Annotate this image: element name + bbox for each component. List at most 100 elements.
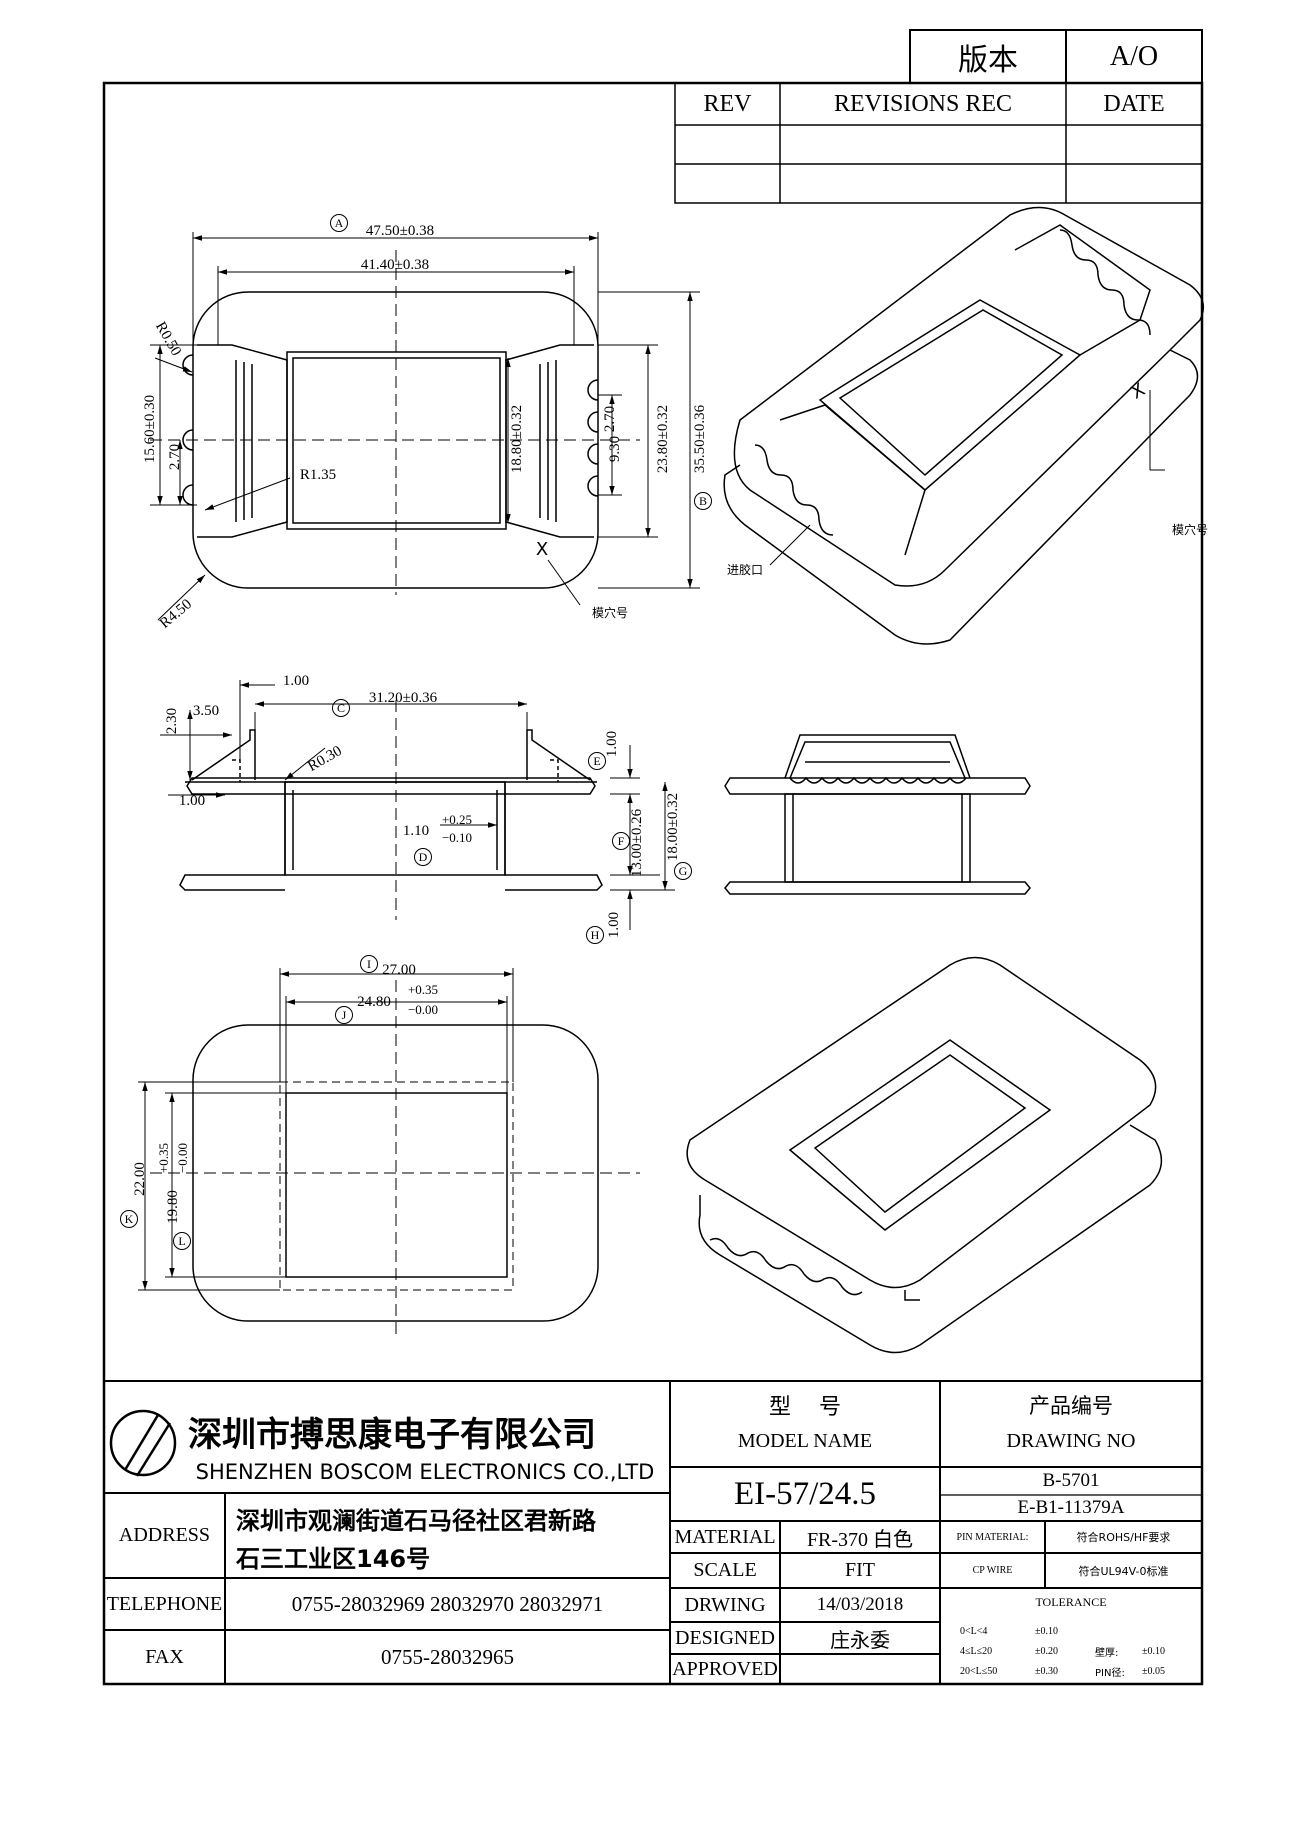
tolerance-value-2: ±0.20 [1035, 1645, 1058, 1657]
tolerance-range-1: 0<L<4 [960, 1625, 988, 1637]
drawing-no-value1: B-5701 [1042, 1470, 1100, 1491]
wall-tolerance-label: 壁厚: [1095, 1647, 1119, 1659]
model-value: EI-57/24.5 [733, 1475, 877, 1512]
model-label-cn: 型 号 [769, 1395, 841, 1420]
drawing-no-label-cn: 产品编号 [1029, 1394, 1113, 1418]
dim-d-minus: −0.10 [441, 830, 473, 845]
iso-top-view [723, 206, 1205, 645]
dim-k-value: 22.00 [131, 1162, 148, 1196]
revisions-rec-header: REVISIONS REC [833, 90, 1013, 117]
dim-a-value: 47.50±0.38 [365, 222, 435, 239]
company-logo-icon [109, 1409, 177, 1477]
dim-j-label: J [335, 1006, 353, 1024]
drawing-date-label: DRWING [684, 1593, 766, 1616]
side-view-dimensions [160, 680, 675, 930]
dim-left-width: 3.50 [192, 702, 220, 719]
tolerance-value-1: ±0.10 [1035, 1625, 1058, 1637]
iso-top-leaders [769, 390, 1165, 566]
top-view-dimensions [150, 232, 700, 621]
pin-tolerance-label: PIN径: [1095, 1667, 1125, 1679]
pin-material-label: PIN MATERIAL: [956, 1531, 1029, 1543]
dim-b-value: 35.50±0.36 [691, 404, 708, 474]
dim-left-height: 2.30 [163, 707, 180, 735]
dim-pin-pitch-left: 2.70 [166, 443, 183, 471]
top-view [150, 250, 640, 595]
telephone-value: 0755-28032969 28032970 28032971 [291, 1591, 604, 1616]
dim-c-value: 31.20±0.36 [368, 689, 438, 706]
drawing-date-value: 14/03/2018 [816, 1594, 904, 1615]
version-value: A/O [1109, 40, 1159, 72]
iso-cavity-label: 模穴号 [1171, 522, 1208, 537]
dim-i-value: 27.00 [382, 961, 416, 978]
dim-f-value: 13.00±0.26 [628, 808, 645, 878]
scale-value: FIT [845, 1559, 875, 1581]
dim-h-value: 1.00 [605, 911, 622, 939]
cp-wire-label: CP WIRE [972, 1565, 1013, 1576]
dim-i-label: I [360, 955, 378, 973]
dim-d-label: D [414, 848, 432, 866]
dim-b-label: B [694, 492, 712, 510]
tolerance-range-2: 4≤L≤20 [960, 1645, 993, 1657]
address-label: ADDRESS [118, 1524, 211, 1546]
dim-l-label: L [173, 1232, 191, 1250]
dim-l-base: 19.80 [164, 1190, 181, 1224]
revision-table [674, 82, 1203, 204]
side-view [179, 700, 603, 920]
gate-label: 进胶口 [726, 562, 763, 577]
address-line1: 深圳市观澜街道石马径社区君新路 [236, 1506, 596, 1535]
drawing-no-label-en: DRAWING NO [1006, 1429, 1136, 1452]
dim-a-label: A [330, 214, 348, 232]
dim-window: 18.80±0.32 [508, 404, 525, 474]
iso-bottom-view [686, 956, 1163, 1354]
cavity-label: 模穴号 [591, 605, 628, 620]
drawing-no-value2: E-B1-11379A [1017, 1497, 1125, 1518]
material-label: MATERIAL [674, 1525, 776, 1548]
pin-material-value: 符合ROHS/HF要求 [1076, 1531, 1171, 1544]
dim-d-plus: +0.25 [441, 812, 473, 827]
bottom-view-dimensions [138, 968, 514, 1291]
wall-tolerance-value: ±0.10 [1142, 1645, 1165, 1657]
designed-value: 庄永委 [830, 1627, 890, 1652]
dim-h-label: H [586, 926, 604, 944]
dim-left-span: 15.60±0.30 [141, 394, 158, 464]
dim-inner-width: 41.40±0.38 [360, 256, 430, 273]
radius-slot: R1.35 [299, 466, 337, 483]
scale-label: SCALE [693, 1559, 757, 1581]
approved-label: APPROVED [672, 1657, 778, 1680]
dim-bottom-left: 1.00 [178, 792, 206, 809]
dim-d-base: 1.10 [402, 822, 430, 839]
pin-tolerance-value: ±0.05 [1142, 1665, 1165, 1677]
dim-j-minus: −0.00 [407, 1002, 439, 1017]
dim-j-plus: +0.35 [407, 982, 439, 997]
dim-c-label: C [332, 699, 350, 717]
dim-l-plus: +0.35 [156, 1142, 171, 1174]
tolerance-value-3: ±0.30 [1035, 1665, 1058, 1677]
fax-value: 0755-28032965 [381, 1644, 514, 1669]
cavity-mark-x: X [535, 538, 549, 560]
material-value: FR-370 白色 [806, 1528, 914, 1551]
dim-l-minus: −0.00 [175, 1142, 190, 1174]
address-line2: 石三工业区146号 [236, 1544, 431, 1573]
tolerance-range-3: 20<L≤50 [960, 1665, 998, 1677]
dim-pin-pitch-right: 2.70 [601, 405, 618, 433]
rev-header: REV [703, 90, 752, 117]
designed-label: DESIGNED [675, 1626, 775, 1649]
telephone-label: TELEPHONE [106, 1592, 223, 1615]
company-name-cn: 深圳市搏思康电子有限公司 [188, 1414, 596, 1455]
company-name-en: SHENZHEN BOSCOM ELECTRONICS CO.,LTD [195, 1460, 655, 1484]
date-header: DATE [1103, 90, 1165, 117]
tolerance-title: TOLERANCE [1035, 1594, 1107, 1609]
cp-wire-value: 符合UL94V-0标准 [1078, 1564, 1169, 1578]
front-view [724, 734, 1031, 895]
bottom-view [150, 980, 640, 1340]
model-label-en: MODEL NAME [737, 1429, 873, 1452]
dim-wall: 1.00 [282, 672, 310, 689]
fax-label: FAX [145, 1645, 184, 1668]
dim-g-label: G [674, 862, 692, 880]
dim-j-base: 24.80 [357, 993, 391, 1010]
approved-value [780, 1654, 940, 1684]
title-block [104, 1380, 1202, 1684]
dim-f-label: F [612, 832, 630, 850]
dim-e-value: 1.00 [603, 730, 620, 758]
drawing-frame [102, 81, 1204, 1686]
